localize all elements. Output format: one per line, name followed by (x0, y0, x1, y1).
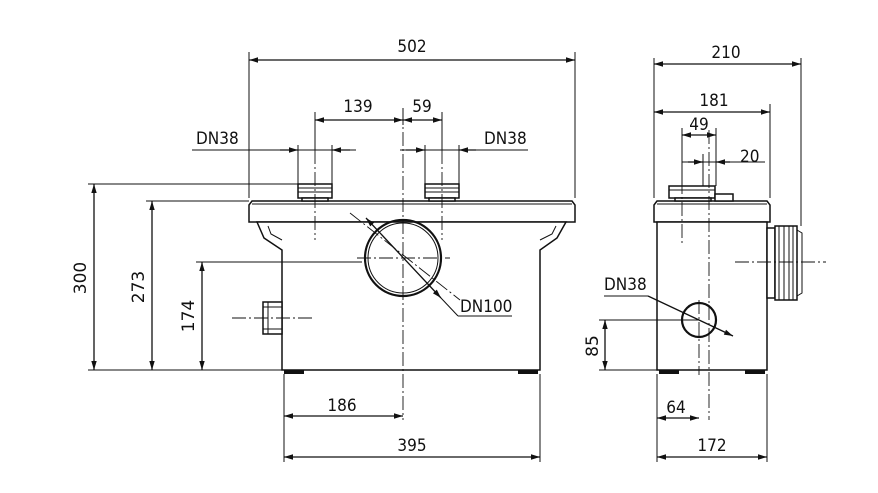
dim-174: 174 (179, 300, 199, 332)
side-foot-right (745, 370, 765, 374)
front-lid (248, 200, 576, 223)
dim-dn38-front-left: DN38 (196, 129, 239, 149)
dim-139: 139 (343, 97, 372, 117)
dim-395: 395 (397, 436, 426, 456)
side-tank (656, 221, 768, 371)
side-lid (653, 200, 771, 223)
dim-181: 181 (699, 91, 728, 111)
front-dimensions: 502 139 59 DN38 DN38 300 273 (71, 37, 576, 462)
dim-dn38-side: DN38 (604, 275, 647, 295)
dim-dn100: DN100 (460, 297, 512, 317)
front-foot-left (284, 370, 304, 374)
dim-273: 273 (129, 271, 149, 303)
dim-85: 85 (583, 335, 603, 357)
side-dimensions: 210 181 49 20 DN38 85 64 172 (583, 43, 802, 462)
dim-502: 502 (397, 37, 426, 57)
dim-dn38-front-right: DN38 (484, 129, 527, 149)
dim-186: 186 (327, 396, 356, 416)
side-view (653, 130, 826, 420)
dim-20: 20 (740, 147, 759, 167)
dim-210: 210 (711, 43, 740, 63)
side-inlet-top (668, 185, 734, 202)
dim-49: 49 (689, 115, 708, 135)
front-foot-right (518, 370, 538, 374)
side-outlet-dn100 (766, 225, 803, 301)
dim-64: 64 (666, 398, 685, 418)
dim-300: 300 (71, 262, 91, 294)
dim-172: 172 (697, 436, 726, 456)
dim-59: 59 (412, 97, 431, 117)
side-foot-left (659, 370, 679, 374)
front-view (232, 110, 576, 420)
